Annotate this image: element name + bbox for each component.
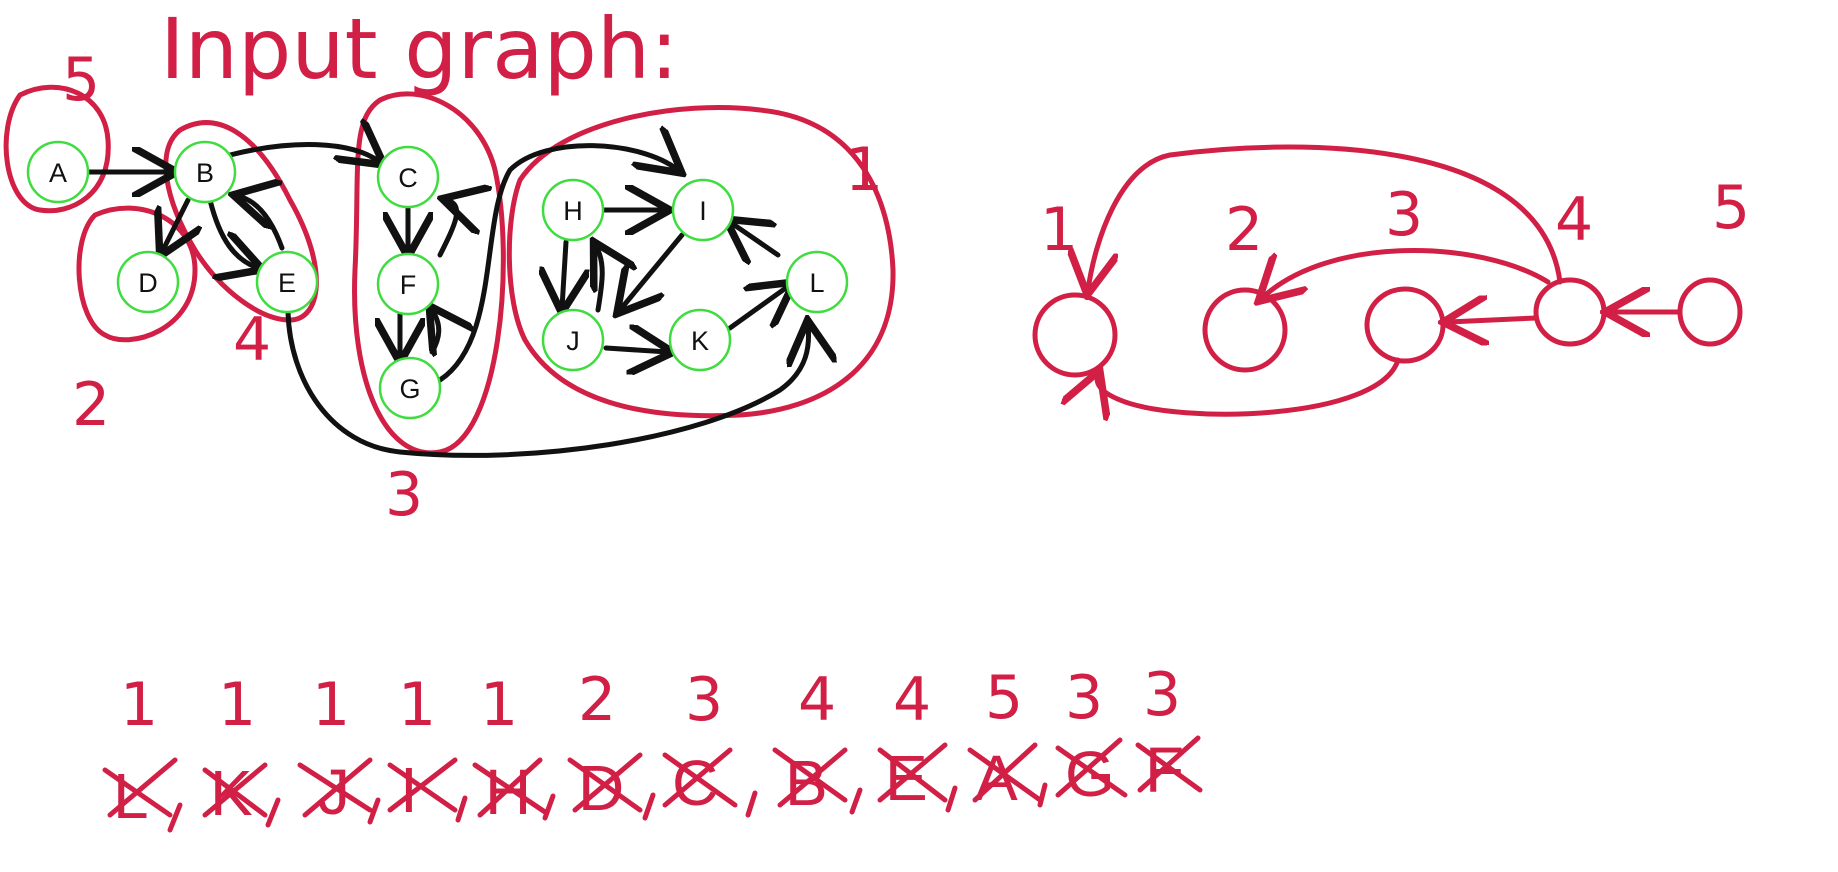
edge-e-b	[238, 196, 285, 251]
edge-e-l	[285, 309, 809, 458]
page-title: Input graph:	[160, 0, 678, 98]
node-label: B	[196, 158, 214, 188]
order-component-12: 3	[1143, 660, 1181, 730]
graph-nodes: A B C D E F G H I J K L	[26, 140, 849, 420]
order-component-1: 1	[120, 670, 158, 740]
edge-l-i	[730, 222, 781, 255]
node-a: A	[26, 140, 90, 204]
edge-h-j	[562, 239, 566, 308]
dag-edge-4-2	[1262, 248, 1551, 298]
dag-node-5	[1677, 277, 1743, 347]
order-component-5: 1	[480, 670, 518, 740]
order-component-2: 1	[218, 670, 256, 740]
component-number-1: 1	[845, 135, 883, 205]
edge-f-c	[440, 200, 457, 258]
scc-outline-hijkl	[506, 105, 896, 419]
dag-label-5: 5	[1712, 173, 1750, 243]
node-k: K	[668, 308, 732, 372]
node-f: F	[376, 252, 440, 316]
order-component-3: 1	[312, 670, 350, 740]
edge-g-i	[437, 146, 678, 383]
edge-i-j	[620, 232, 685, 310]
node-d: D	[116, 250, 180, 314]
order-component-6: 2	[578, 665, 616, 735]
node-label: I	[699, 196, 707, 226]
graph-edges	[86, 145, 809, 458]
order-letter-7: C	[672, 747, 718, 819]
component-number-3: 3	[385, 460, 423, 530]
node-label: J	[566, 326, 580, 356]
scc-outline-cfg	[352, 91, 506, 456]
dag-node-1	[1032, 292, 1118, 378]
order-component-9: 4	[893, 665, 931, 735]
edge-j-h	[596, 246, 602, 313]
component-number-2: 2	[72, 370, 110, 440]
node-l: L	[785, 250, 849, 314]
node-label: H	[563, 196, 583, 226]
order-component-11: 3	[1065, 663, 1103, 733]
edge-k-l	[727, 285, 790, 331]
component-number-5: 5	[62, 45, 100, 115]
list-commas	[167, 782, 1048, 833]
dag-node-2	[1202, 287, 1288, 373]
node-j: J	[541, 308, 605, 372]
node-label: G	[399, 374, 420, 404]
dag-label-4: 4	[1555, 185, 1593, 255]
dag-label-1: 1	[1040, 195, 1078, 265]
node-label: K	[691, 326, 709, 356]
node-label: F	[400, 270, 417, 300]
edge-b-c	[227, 145, 380, 162]
finish-order-list: 1 1 1 1 1 2 3 4 4 5 3 3 L K J I H D C B …	[102, 660, 1203, 833]
node-label: L	[809, 268, 824, 298]
node-e: E	[255, 250, 319, 314]
crossout-marks	[102, 735, 1203, 818]
node-i: I	[671, 178, 735, 242]
node-g: G	[378, 356, 442, 420]
node-b: B	[173, 140, 237, 204]
edge-b-d	[162, 197, 188, 252]
component-dag: 1 2 3 4 5	[1032, 144, 1750, 414]
node-label: A	[49, 158, 67, 188]
dag-label-2: 2	[1225, 195, 1263, 265]
edge-g-f	[432, 310, 439, 352]
order-component-7: 3	[685, 665, 723, 735]
edge-b-e	[207, 197, 258, 268]
node-label: D	[138, 268, 158, 298]
order-component-10: 5	[985, 663, 1023, 733]
node-label: C	[398, 163, 418, 193]
dag-node-3	[1364, 286, 1446, 364]
order-component-4: 1	[398, 670, 436, 740]
node-h: H	[541, 178, 605, 242]
node-c: C	[376, 145, 440, 209]
dag-edge-4-3	[1448, 318, 1539, 322]
node-label: E	[278, 268, 296, 298]
order-component-8: 4	[798, 665, 836, 735]
edge-j-k	[603, 348, 668, 352]
dag-label-3: 3	[1385, 180, 1423, 250]
dag-node-4	[1533, 277, 1607, 347]
component-number-4: 4	[233, 305, 271, 375]
dag-edge-3-1	[1097, 357, 1401, 414]
scc-outline-a	[3, 84, 111, 214]
dag-edge-4-1	[1088, 144, 1563, 290]
